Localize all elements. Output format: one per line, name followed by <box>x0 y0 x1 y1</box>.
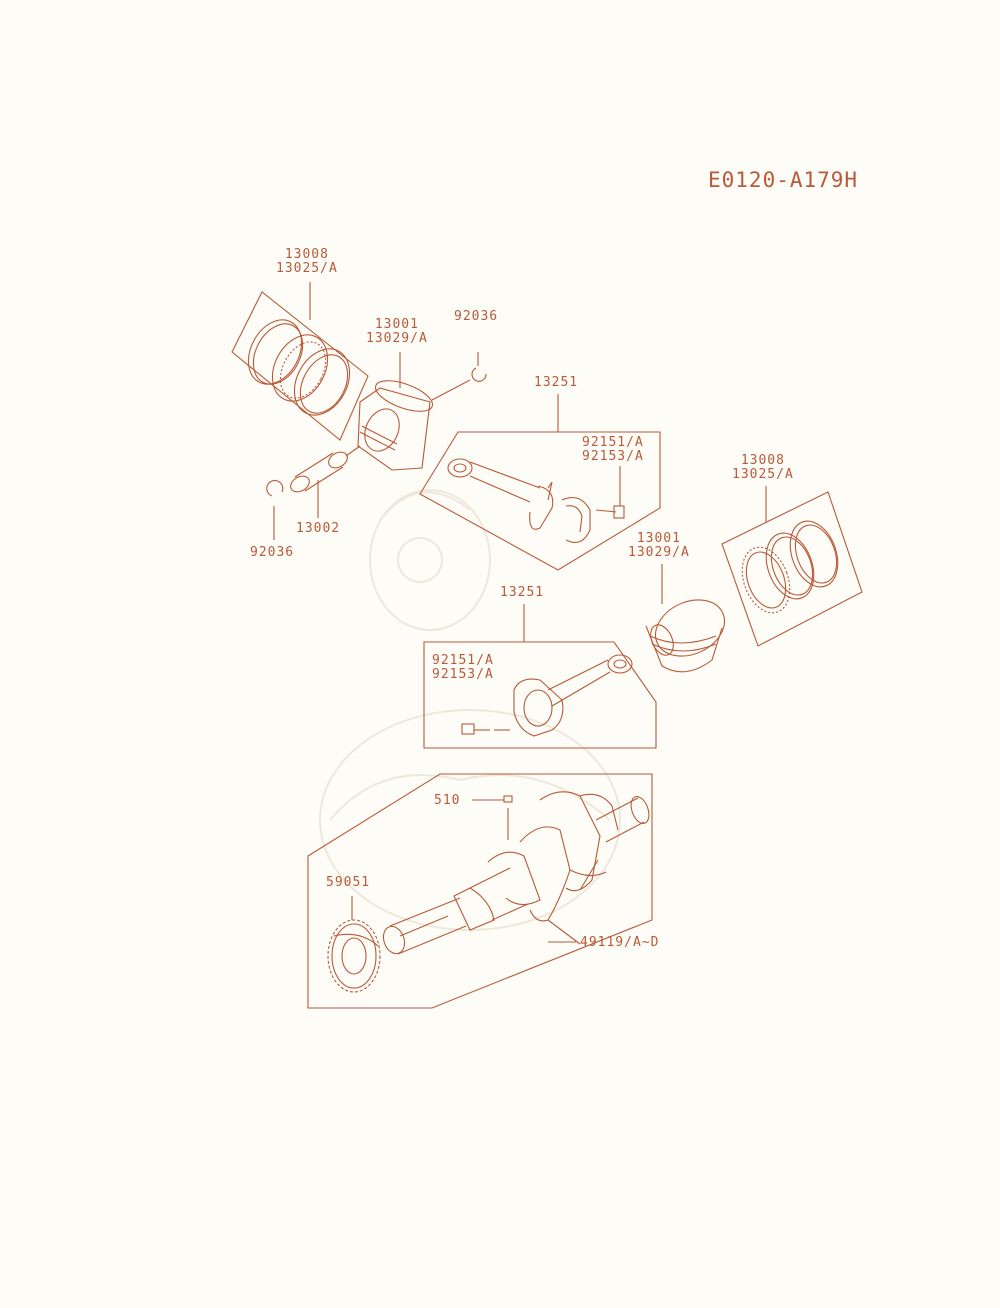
diagram-id: E0120-A179H <box>708 168 859 192</box>
piston-ring-right-3 <box>789 520 839 588</box>
label-conrod-top: 13251 <box>534 375 579 390</box>
piston-ring-left-2 <box>271 334 329 402</box>
piston-ring-right-1 <box>741 546 791 614</box>
label-rod-bolt-top: 92151/A 92153/A <box>582 436 644 464</box>
label-circlip-top: 92036 <box>454 309 499 324</box>
connecting-rod-bottom <box>423 604 657 749</box>
rod-bolt-bottom <box>461 723 510 735</box>
part-number: 92153/A <box>432 667 494 682</box>
piston-ring-left-1 <box>247 319 304 385</box>
label-woodruff-key: 510 <box>434 793 461 808</box>
crankshaft <box>382 791 650 955</box>
connecting-rod-top <box>419 394 661 571</box>
part-number: 92153/A <box>582 449 644 464</box>
label-rod-bolt-bottom: 92151/A 92153/A <box>432 654 494 682</box>
part-number: 13029/A <box>366 331 428 346</box>
rod-cap-top <box>561 497 591 543</box>
circlip-bottom <box>266 479 284 540</box>
label-piston-right: 13001 13029/A <box>628 532 690 560</box>
part-number: 13025/A <box>276 261 338 276</box>
piston-ring-set-right <box>721 486 863 647</box>
piston-ring-set-left <box>231 282 369 441</box>
woodruff-key <box>472 795 513 840</box>
label-circlip-bottom: 92036 <box>250 545 295 560</box>
part-number: 92151/A <box>432 653 494 668</box>
circlip-top <box>431 352 487 401</box>
part-number: 13001 <box>374 317 419 332</box>
label-conrod-bottom: 13251 <box>500 585 545 600</box>
piston-pin <box>290 445 361 518</box>
crankshaft-box <box>307 773 653 1009</box>
piston-ring-right-2 <box>765 532 815 600</box>
part-number: 92151/A <box>582 435 644 450</box>
part-number: 13025/A <box>732 467 794 482</box>
watermark-logo <box>319 489 621 931</box>
piston-left <box>357 352 434 471</box>
label-piston-left: 13001 13029/A <box>366 318 428 346</box>
label-piston-rings-right: 13008 13025/A <box>732 454 794 482</box>
piston-right <box>645 564 725 673</box>
label-crankshaft-gear: 59051 <box>326 875 371 890</box>
label-piston-pin: 13002 <box>296 521 341 536</box>
crankshaft-gear <box>327 896 381 993</box>
rod-bolt-top <box>595 466 625 519</box>
label-piston-rings-left: 13008 13025/A <box>276 248 338 276</box>
label-crankshaft: 49119/A~D <box>580 935 660 950</box>
part-number: 13029/A <box>628 545 690 560</box>
part-number: 13001 <box>636 531 681 546</box>
piston-ring-left-3 <box>293 348 351 416</box>
part-number: 13008 <box>740 453 785 468</box>
part-number: 13008 <box>284 247 329 262</box>
